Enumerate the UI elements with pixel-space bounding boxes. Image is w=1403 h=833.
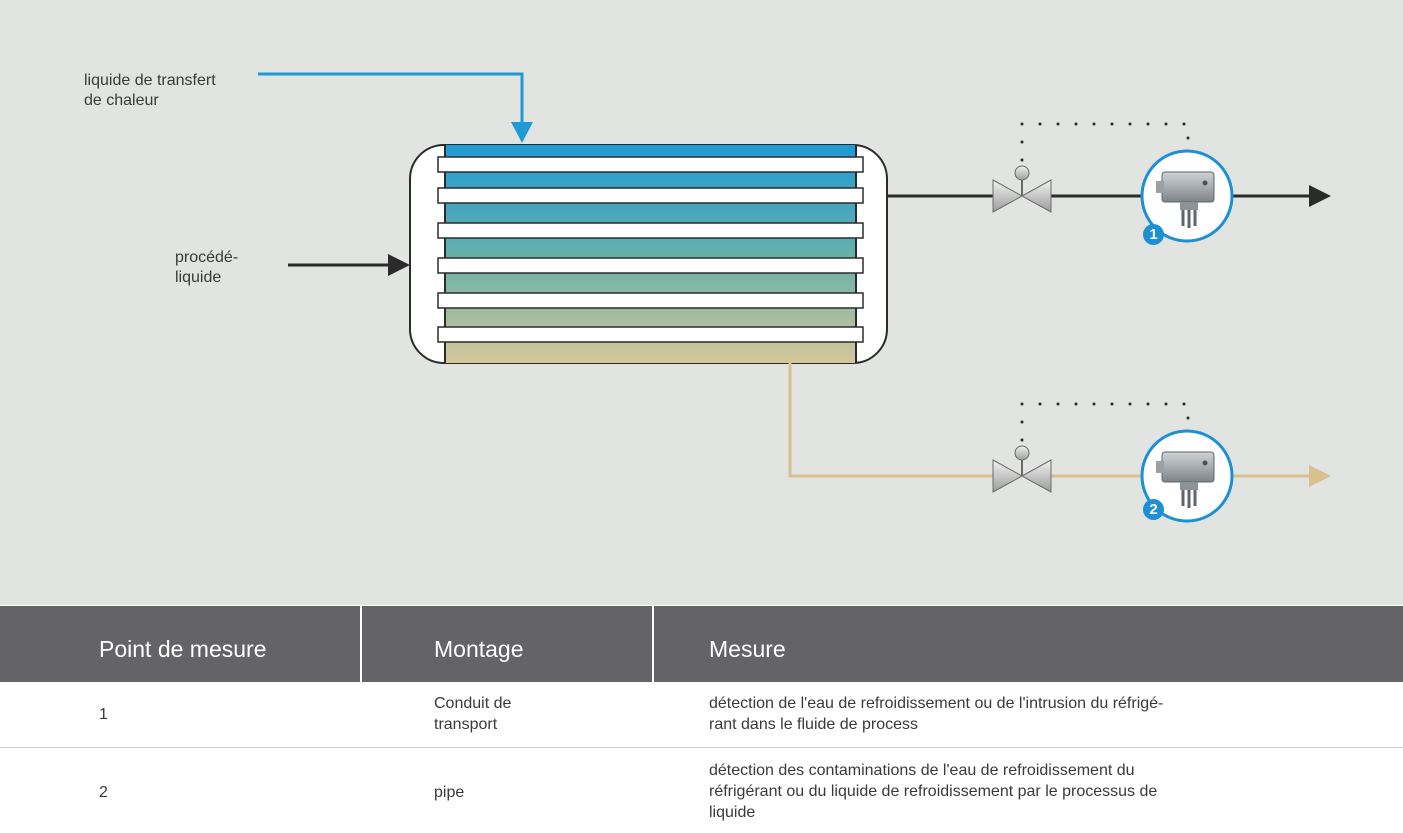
process-diagram: liquide de transfert de chaleur procédé-… — [0, 0, 1403, 605]
arrow-right-icon — [1309, 465, 1331, 487]
return-line — [788, 363, 1331, 487]
table-row: 2 pipe détection des contaminations de l… — [0, 748, 1403, 833]
measuring-point-1-badge: 1 — [1143, 224, 1164, 245]
measuring-point-2-badge: 2 — [1143, 499, 1164, 520]
cell-point: 2 — [99, 784, 108, 801]
header-montage: Montage — [434, 636, 524, 662]
valve-icon — [992, 165, 1052, 213]
header-divider — [652, 606, 654, 682]
heat-transfer-inlet-line — [258, 72, 533, 143]
table-row: 1 Conduit de transport détection de l'ea… — [0, 682, 1403, 748]
sensor-icon — [1140, 429, 1234, 523]
process-outlet-line — [887, 185, 1331, 207]
table-header: Point de mesure Montage Mesure — [0, 606, 1403, 682]
heat-exchanger-icon — [409, 144, 888, 364]
heat-transfer-liquid-label: liquide de transfert de chaleur — [84, 72, 216, 109]
control-signal-line — [1020, 122, 1190, 442]
cell-montage: Conduit de transport — [434, 695, 512, 733]
process-liquid-label: procédé- liquide — [175, 249, 239, 286]
diagram-canvas — [258, 72, 1331, 523]
arrow-right-icon — [388, 254, 410, 276]
cell-mesure: détection de l'eau de refroidissement ou… — [709, 695, 1164, 733]
header-mesure: Mesure — [709, 636, 786, 662]
exchanger-tubes — [437, 156, 864, 343]
arrow-down-icon — [511, 122, 533, 143]
cell-point: 1 — [99, 706, 108, 723]
header-point-de-mesure: Point de mesure — [99, 636, 267, 662]
valve-icon — [992, 445, 1052, 493]
cell-mesure: détection des contaminations de l'eau de… — [709, 762, 1158, 821]
measurement-table: Point de mesure Montage Mesure 1 Conduit… — [0, 606, 1403, 833]
process-inlet-line — [288, 254, 410, 276]
cell-montage: pipe — [434, 784, 465, 801]
arrow-right-icon — [1309, 185, 1331, 207]
sensor-icon — [1140, 149, 1234, 243]
header-divider — [360, 606, 362, 682]
